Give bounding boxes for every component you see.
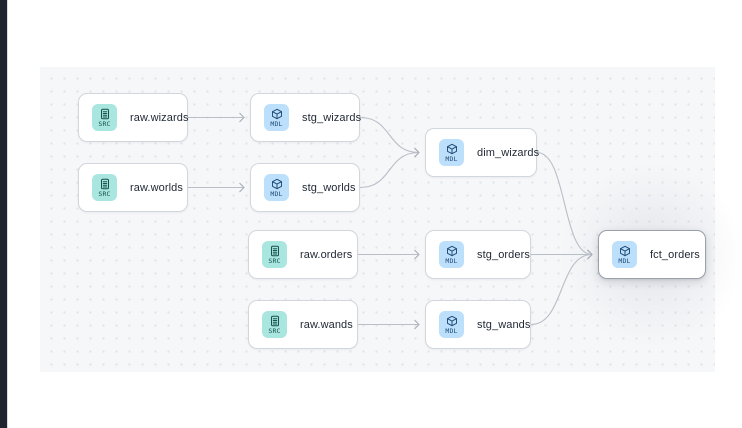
edge-arrow-raw_orders-to-stg_orders: [414, 249, 420, 260]
node-type-label: SRC: [98, 189, 111, 198]
node-label: stg_orders: [477, 248, 530, 261]
node-type-badge-mdl: MDL: [439, 139, 464, 166]
node-type-badge-mdl: MDL: [612, 241, 637, 268]
node-type-badge-mdl: MDL: [439, 241, 464, 268]
node-label: fct_orders: [650, 248, 700, 261]
edge-dim_wizards-to-fct_orders: [536, 151, 593, 256]
edge-arrow-dim_wizards-to-fct_orders: [587, 249, 593, 260]
edge-arrow-raw_worlds-to-stg_worlds: [239, 182, 245, 193]
edge-stg_wands-to-fct_orders: [530, 253, 593, 326]
node-type-badge-mdl: MDL: [264, 174, 289, 201]
node-type-label: MDL: [270, 119, 283, 128]
edge-stg_wizards-to-dim_wizards: [359, 116, 420, 154]
node-type-label: SRC: [268, 256, 281, 265]
node-type-label: SRC: [98, 119, 111, 128]
node-type-badge-mdl: MDL: [264, 104, 289, 131]
database-icon: [99, 178, 111, 190]
app-rail: [0, 0, 7, 428]
edge-arrow-raw_wands-to-stg_wands: [414, 319, 420, 330]
database-icon: [99, 108, 111, 120]
edge-arrow-stg_orders-to-fct_orders: [587, 249, 593, 260]
graph-node-fct_orders[interactable]: MDL fct_orders: [598, 230, 706, 279]
node-label: stg_worlds: [302, 181, 356, 194]
node-type-badge-mdl: MDL: [439, 311, 464, 338]
node-type-badge-src: SRC: [92, 104, 117, 131]
node-type-badge-src: SRC: [92, 174, 117, 201]
cube-icon: [446, 245, 458, 257]
graph-node-raw_orders[interactable]: SRC raw.orders: [248, 230, 358, 279]
cube-icon: [271, 178, 283, 190]
database-icon: [269, 245, 281, 257]
graph-node-stg_orders[interactable]: MDL stg_orders: [425, 230, 531, 279]
node-type-label: MDL: [270, 189, 283, 198]
node-label: raw.worlds: [130, 181, 183, 194]
edge-arrow-stg_worlds-to-dim_wizards: [414, 147, 420, 158]
node-type-label: MDL: [445, 154, 458, 163]
node-type-label: MDL: [445, 256, 458, 265]
cube-icon: [446, 143, 458, 155]
cube-icon: [619, 245, 631, 257]
database-icon: [269, 315, 281, 327]
graph-node-dim_wizards[interactable]: MDL dim_wizards: [425, 128, 540, 177]
node-type-badge-src: SRC: [262, 241, 287, 268]
node-type-label: MDL: [618, 256, 631, 265]
node-label: raw.wands: [300, 318, 353, 331]
node-label: raw.orders: [300, 248, 353, 261]
node-label: stg_wands: [477, 318, 531, 331]
edge-stg_worlds-to-dim_wizards: [359, 151, 420, 189]
graph-node-stg_wizards[interactable]: MDL stg_wizards: [250, 93, 362, 142]
edge-arrow-raw_wizards-to-stg_wizards: [239, 112, 245, 123]
graph-node-raw_worlds[interactable]: SRC raw.worlds: [78, 163, 188, 212]
cube-icon: [446, 315, 458, 327]
edge-arrow-stg_wizards-to-dim_wizards: [414, 147, 420, 158]
node-label: stg_wizards: [302, 111, 362, 124]
node-type-label: SRC: [268, 326, 281, 335]
node-label: dim_wizards: [477, 146, 540, 159]
graph-node-raw_wands[interactable]: SRC raw.wands: [248, 300, 358, 349]
node-type-label: MDL: [445, 326, 458, 335]
edge-arrow-stg_wands-to-fct_orders: [587, 249, 593, 260]
graph-node-stg_worlds[interactable]: MDL stg_worlds: [250, 163, 360, 212]
node-label: raw.wizards: [130, 111, 189, 124]
cube-icon: [271, 108, 283, 120]
graph-node-stg_wands[interactable]: MDL stg_wands: [425, 300, 531, 349]
graph-node-raw_wizards[interactable]: SRC raw.wizards: [78, 93, 188, 142]
node-type-badge-src: SRC: [262, 311, 287, 338]
rail-divider: [7, 0, 8, 428]
